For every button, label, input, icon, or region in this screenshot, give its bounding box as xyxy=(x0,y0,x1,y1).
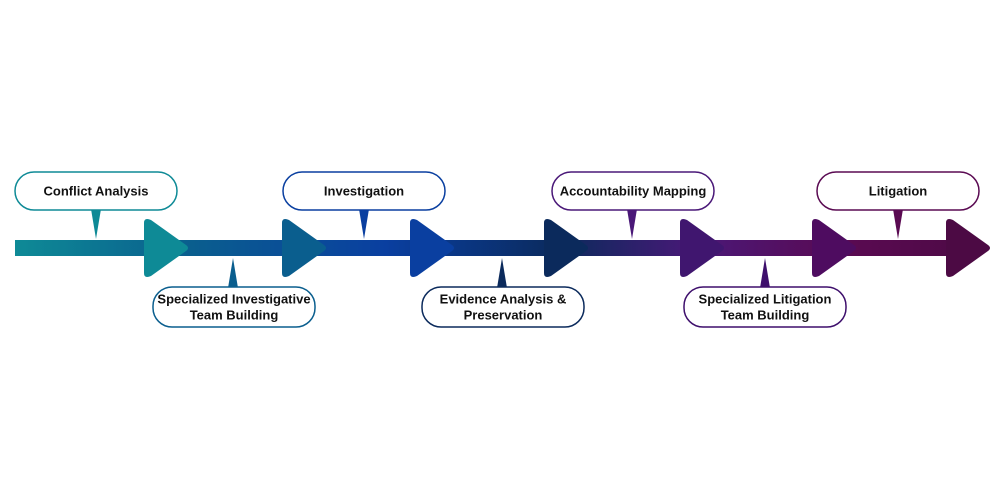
arrowhead-6 xyxy=(812,219,856,277)
step-callout-3: Investigation xyxy=(282,171,446,239)
step-label: Team Building xyxy=(190,308,279,323)
step-label: Evidence Analysis & xyxy=(440,292,567,307)
step-label: Conflict Analysis xyxy=(44,184,149,199)
step-callout-1: Conflict Analysis xyxy=(14,171,178,239)
step-label: Specialized Litigation xyxy=(699,292,832,307)
arrowhead-2 xyxy=(282,219,326,277)
step-label: Litigation xyxy=(869,184,928,199)
callout-box xyxy=(421,286,585,328)
step-label: Specialized Investigative xyxy=(157,292,310,307)
step-label: Investigation xyxy=(324,184,404,199)
arrowhead-3 xyxy=(410,219,454,277)
step-label: Preservation xyxy=(464,308,543,323)
callout-pointer xyxy=(760,258,770,288)
callout-box xyxy=(683,286,847,328)
timeline-shaft xyxy=(15,240,965,256)
arrowhead-1 xyxy=(144,219,188,277)
callout-box xyxy=(14,171,178,211)
callout-pointer xyxy=(497,258,507,288)
callout-box xyxy=(152,286,316,328)
callout-pointer xyxy=(228,258,238,288)
callout-pointer xyxy=(91,209,101,239)
callout-pointer xyxy=(359,209,369,239)
step-callout-7: Litigation xyxy=(816,171,980,239)
step-label: Accountability Mapping xyxy=(560,184,707,199)
callout-box xyxy=(551,171,715,211)
arrowhead-4 xyxy=(544,219,588,277)
callout-box xyxy=(282,171,446,211)
callout-pointer xyxy=(893,209,903,239)
step-callout-5: Accountability Mapping xyxy=(551,171,715,239)
step-callout-4: Evidence Analysis &Preservation xyxy=(421,258,585,328)
arrowhead-7 xyxy=(946,219,990,277)
callout-pointer xyxy=(627,209,637,239)
step-label: Team Building xyxy=(721,308,810,323)
callout-box xyxy=(816,171,980,211)
arrowhead-5 xyxy=(680,219,724,277)
